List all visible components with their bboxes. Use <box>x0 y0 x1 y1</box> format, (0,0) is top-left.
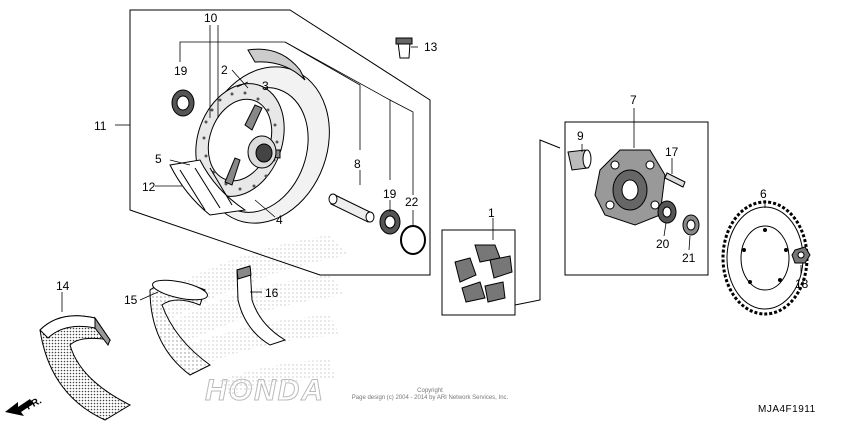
honda-watermark-text: HONDA <box>205 374 325 407</box>
callout-14: 14 <box>56 279 70 293</box>
damper-box-outline <box>441 229 516 316</box>
callout-17: 17 <box>665 145 679 159</box>
copyright-notice: Copyright Page design (c) 2004 - 2014 by… <box>330 388 530 402</box>
leader-line-damper <box>514 139 561 306</box>
callout-18: 18 <box>795 277 809 291</box>
bearing-right <box>379 209 401 235</box>
callout-15: 15 <box>124 293 138 307</box>
callout-6: 6 <box>760 187 767 201</box>
callout-4: 4 <box>276 213 283 227</box>
callout-19-right: 19 <box>383 187 397 201</box>
direction-label: FR. <box>24 395 44 412</box>
callout-13: 13 <box>424 40 438 54</box>
front-direction-arrow <box>5 399 33 416</box>
callout-20: 20 <box>656 237 670 251</box>
callout-numbers: 1 2 3 4 5 6 7 8 9 10 11 12 13 14 15 16 1… <box>56 11 809 307</box>
rim-band <box>236 265 287 346</box>
o-ring <box>400 225 426 255</box>
flange-collar <box>567 149 592 171</box>
oil-seal <box>682 214 700 236</box>
callout-5: 5 <box>155 152 162 166</box>
callout-8: 8 <box>354 157 361 171</box>
copyright-line1: Copyright <box>417 388 443 394</box>
bearing-left <box>171 89 195 117</box>
callout-21: 21 <box>682 251 696 265</box>
callout-9: 9 <box>577 129 584 143</box>
bearing-flange <box>657 200 677 224</box>
callout-16: 16 <box>265 286 279 300</box>
final-driven-flange <box>594 149 666 226</box>
callout-1: 1 <box>488 206 495 220</box>
wheel-assembly-outline <box>129 9 431 276</box>
spacer <box>328 193 375 223</box>
copyright-line2: Page design (c) 2004 - 2014 by ARI Netwo… <box>351 395 509 401</box>
diagram-code: MJA4F1911 <box>758 404 816 415</box>
rear-wheel <box>169 48 330 224</box>
callout-12: 12 <box>142 180 156 194</box>
valve-cap <box>395 37 413 59</box>
callout-19-left: 19 <box>174 64 188 78</box>
callout-7: 7 <box>630 93 637 107</box>
damper-rubbers <box>454 244 513 303</box>
callout-3: 3 <box>262 79 269 93</box>
leader-lines <box>61 25 802 312</box>
callout-10: 10 <box>204 11 218 25</box>
tire <box>39 315 132 421</box>
flange-assembly-outline <box>564 121 709 276</box>
callout-22: 22 <box>405 195 419 209</box>
stud-bolt <box>664 172 686 188</box>
inner-tube <box>149 279 211 376</box>
sprocket-nut <box>791 246 811 264</box>
callout-2: 2 <box>221 63 228 77</box>
callout-11: 11 <box>94 119 107 133</box>
